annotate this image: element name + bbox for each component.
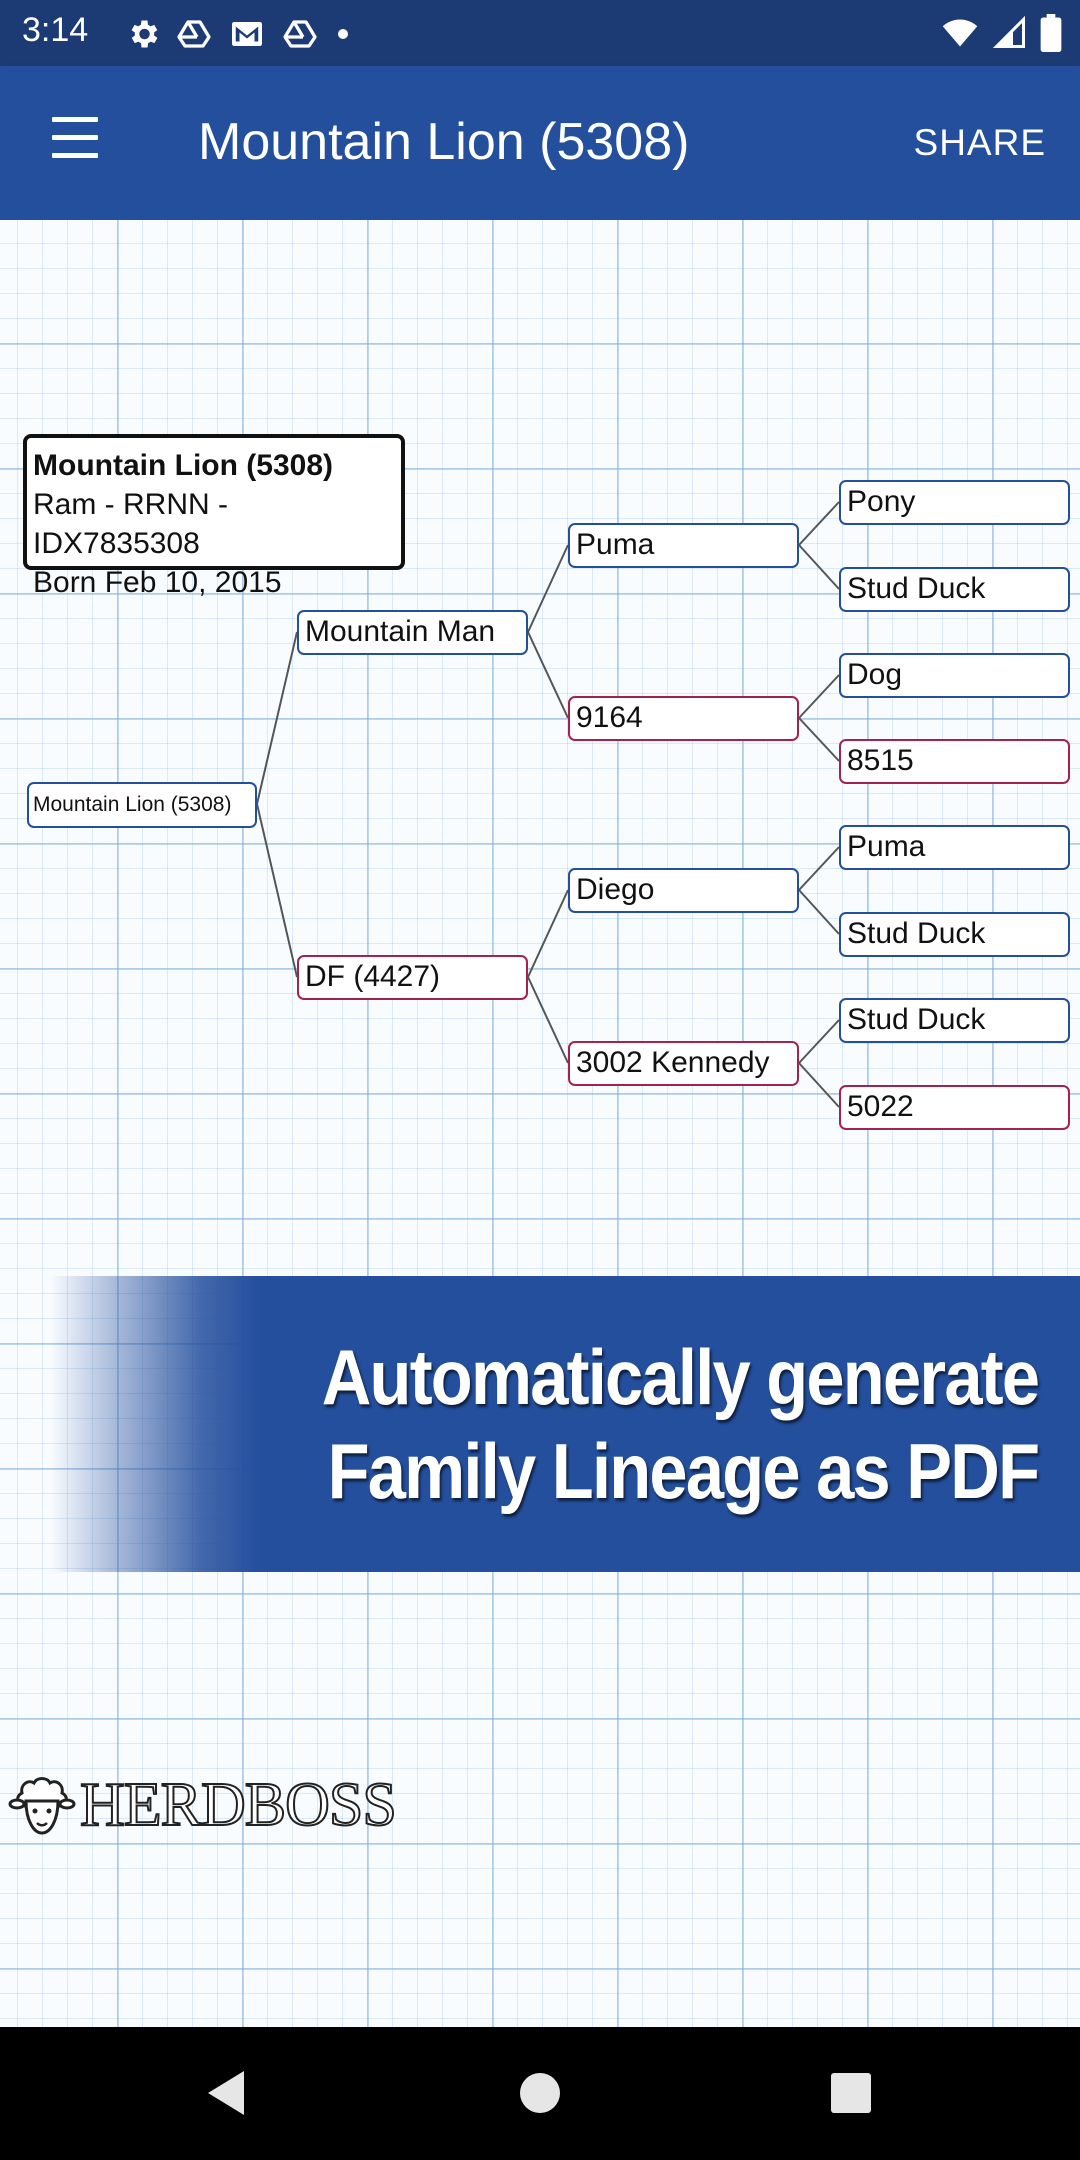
pedigree-node-sire[interactable]: Mountain Man — [297, 610, 528, 655]
herdboss-logo: HERDBOSS — [8, 1770, 398, 1840]
gear-icon — [131, 20, 158, 48]
pedigree-node-gen3[interactable]: Puma — [839, 825, 1070, 870]
pedigree-node-gen3[interactable]: Dog — [839, 653, 1070, 698]
pedigree-node-dam-sire[interactable]: Diego — [568, 868, 799, 913]
promo-banner: Automatically generate Family Lineage as… — [50, 1276, 1080, 1572]
app-bar: Mountain Lion (5308) SHARE — [0, 66, 1080, 220]
status-time: 3:14 — [22, 11, 89, 49]
back-icon[interactable] — [200, 2063, 250, 2123]
status-bar: 3:14 — [0, 0, 1080, 66]
pedigree-node-gen3[interactable]: 8515 — [839, 739, 1070, 784]
home-icon[interactable] — [517, 2063, 563, 2123]
signal-icon — [992, 15, 1025, 48]
page-title: Mountain Lion (5308) — [198, 113, 690, 171]
pedigree-connectors — [256, 501, 840, 1108]
battery-icon — [1040, 14, 1062, 52]
info-name: Mountain Lion (5308) — [33, 449, 333, 482]
animal-info-box: Mountain Lion (5308) Ram - RRNN - IDX783… — [23, 434, 405, 599]
pedigree-node-gen3[interactable]: Stud Duck — [839, 998, 1070, 1043]
pedigree-node-root[interactable]: Mountain Lion (5308) — [27, 782, 257, 828]
pedigree-node-sire-dam[interactable]: 9164 — [568, 696, 799, 741]
promo-line-2: Family Lineage as PDF — [327, 1427, 1039, 1515]
pedigree-node-gen3[interactable]: Stud Duck — [839, 912, 1070, 957]
pedigree-node-gen3[interactable]: 5022 — [839, 1085, 1070, 1130]
pedigree-node-sire-sire[interactable]: Puma — [568, 523, 799, 568]
pedigree-node-dam[interactable]: DF (4427) — [297, 955, 528, 1000]
pedigree-node-dam-dam[interactable]: 3002 Kennedy — [568, 1041, 799, 1086]
info-details: Ram - RRNN - IDX7835308 — [33, 488, 228, 560]
promo-line-1: Automatically generate — [321, 1333, 1039, 1421]
promo-text: Automatically generate Family Lineage as… — [321, 1330, 1039, 1518]
wifi-icon — [942, 19, 978, 47]
pedigree-node-gen3[interactable]: Stud Duck — [839, 567, 1070, 612]
drive-icon — [283, 20, 317, 48]
hamburger-menu-icon[interactable] — [44, 117, 106, 169]
drive-icon — [177, 20, 211, 48]
gmail-icon — [232, 22, 262, 46]
status-left-icons — [125, 14, 353, 54]
pedigree-node-gen3[interactable]: Pony — [839, 480, 1070, 525]
share-button[interactable]: SHARE — [913, 122, 1046, 163]
info-born: Born Feb 10, 2015 — [33, 566, 282, 599]
sheep-face-icon — [8, 1777, 76, 1835]
logo-text: HERDBOSS — [79, 1770, 398, 1840]
system-nav-bar — [0, 2027, 1080, 2160]
recents-icon[interactable] — [829, 2063, 873, 2123]
dot-icon — [338, 29, 348, 39]
status-right-icons — [940, 14, 1062, 52]
